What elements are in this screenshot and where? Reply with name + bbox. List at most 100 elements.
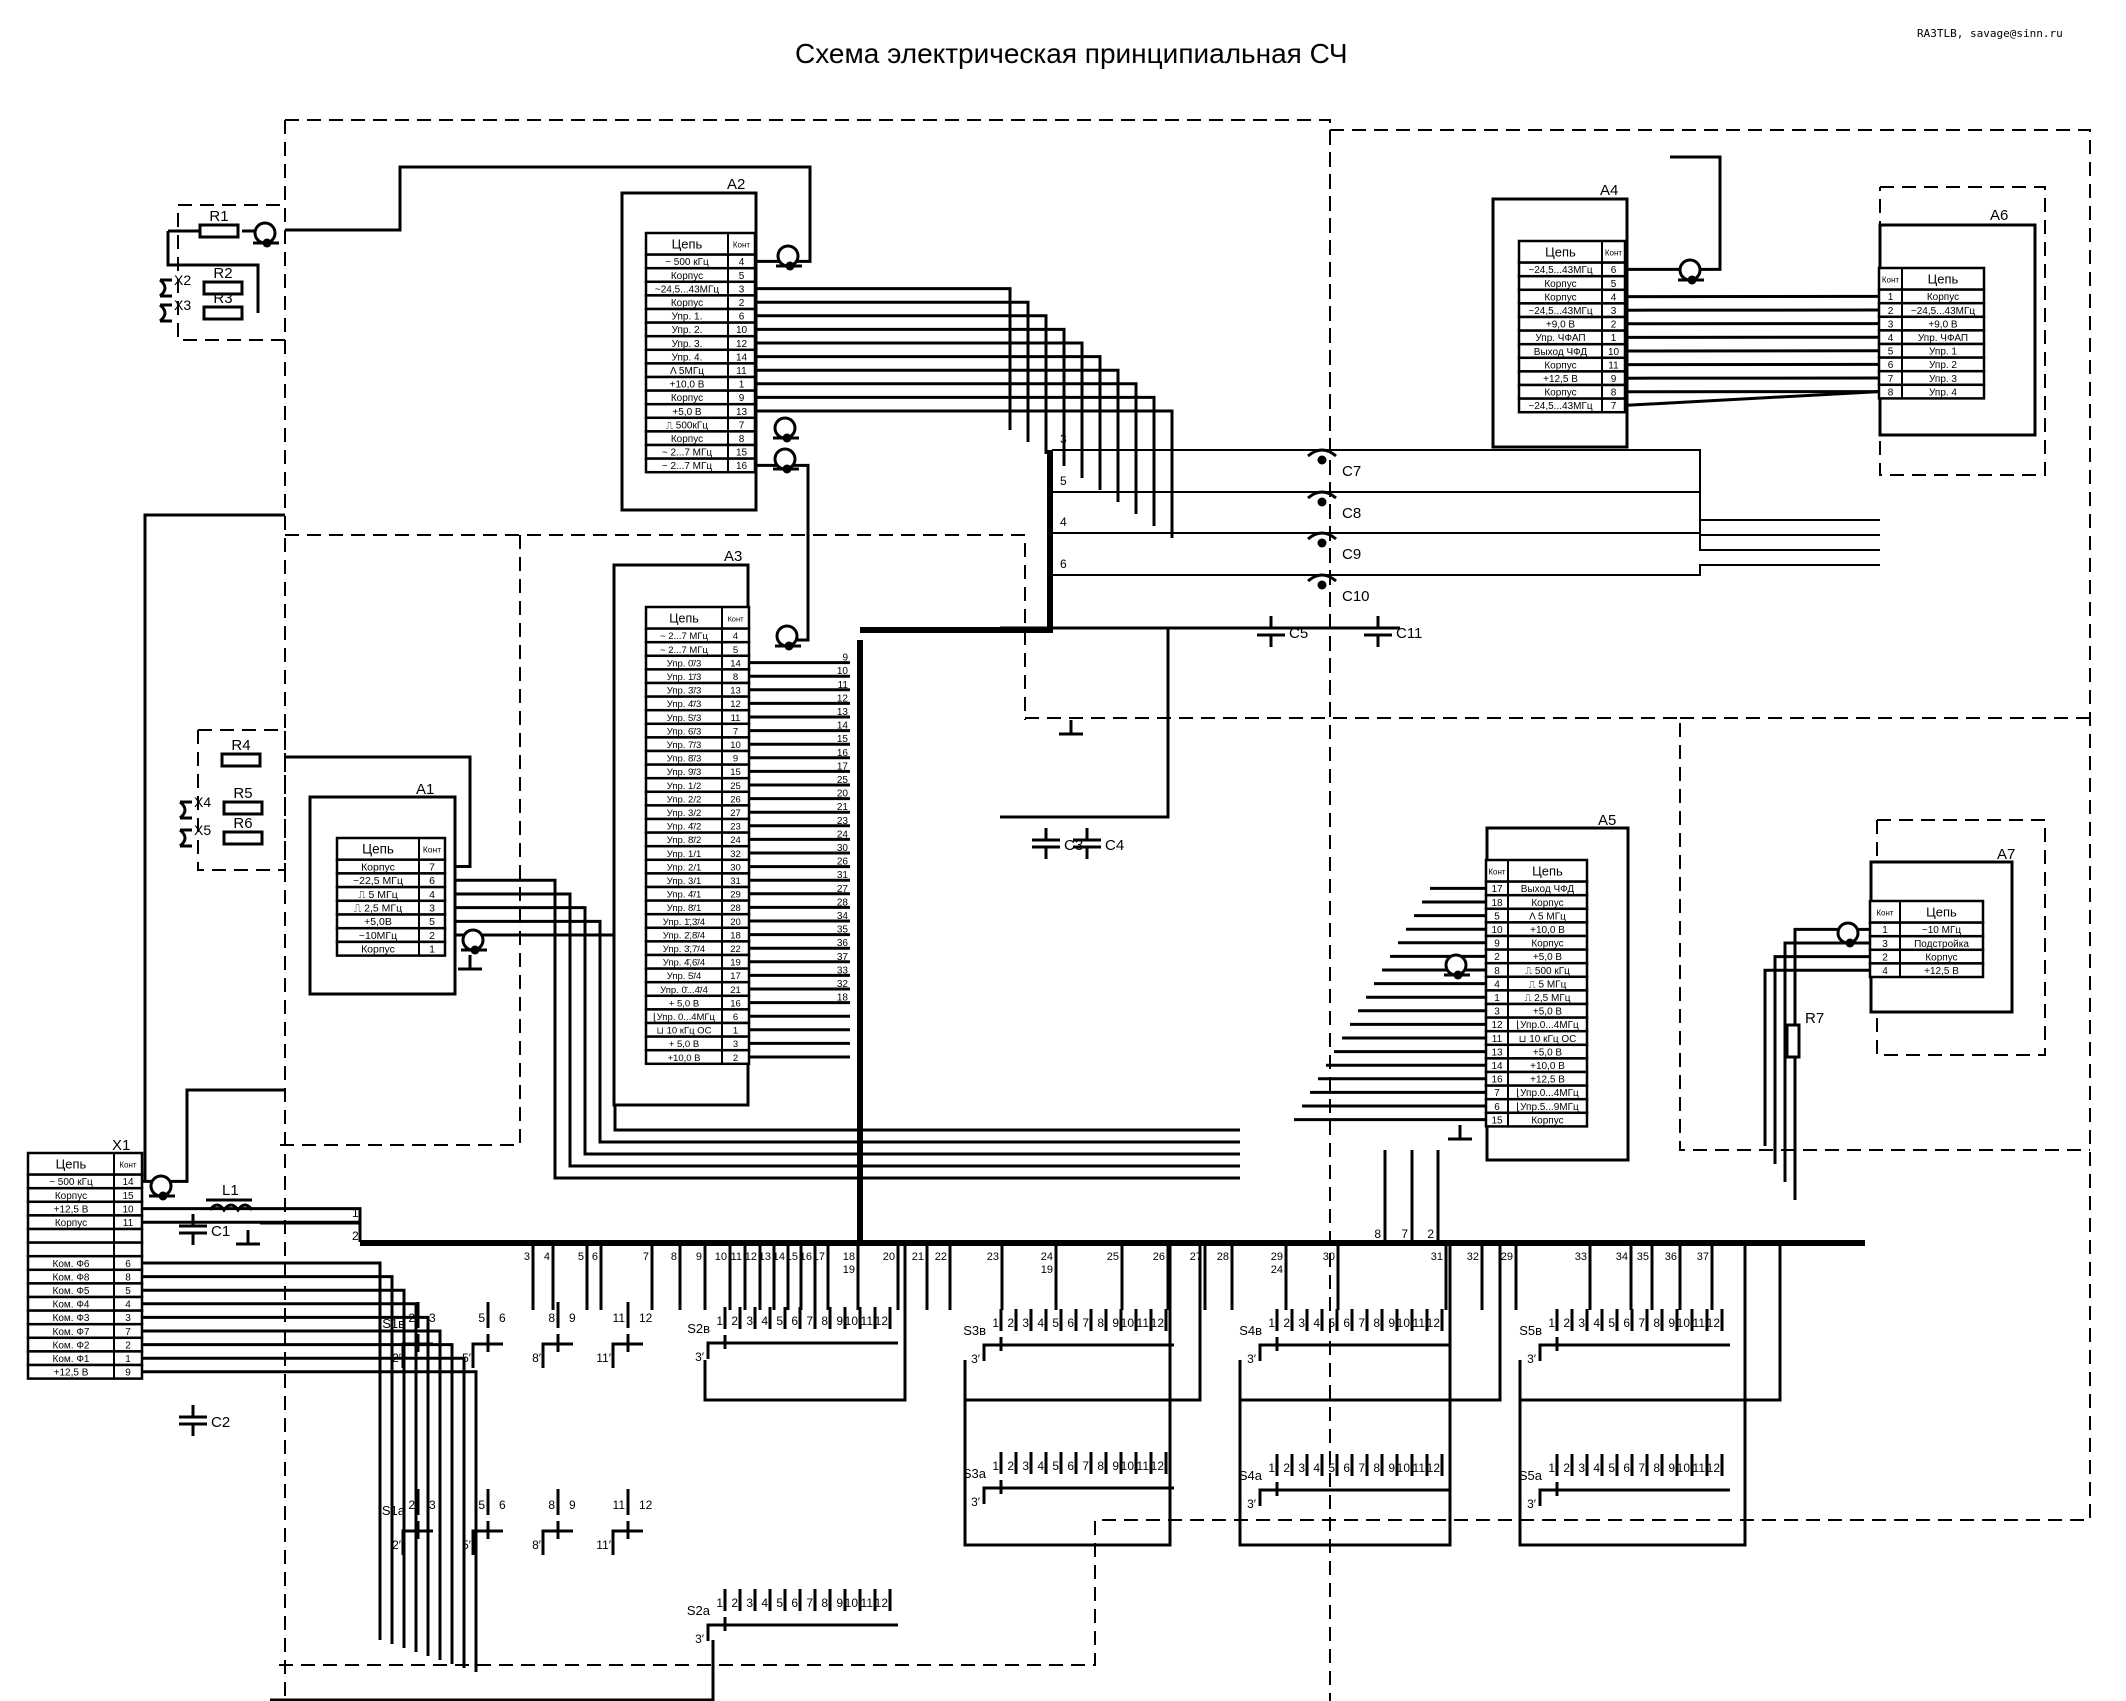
pin-name: ~10 МГц [1922, 925, 1961, 936]
shield-frame [197, 729, 286, 871]
pin-number: 1 [733, 1026, 738, 1037]
switch-contact-label: 6 [1067, 1316, 1074, 1330]
pin-name: Упр. 5̄/3 [667, 713, 702, 724]
pin-number: 23 [730, 822, 741, 833]
bus-tap-label: 15 [786, 1251, 798, 1263]
bus-tap: 29 [1501, 1246, 1518, 1310]
pin-name: Ком. Ф5 [53, 1286, 90, 1297]
pin-name: Упр. 8̄/3 [667, 754, 702, 765]
pin-number: 10 [736, 325, 748, 336]
pin-name: ⌊Упр.5...9МГц [1516, 1102, 1579, 1113]
pin-name: Упр. 0̄...4̄/4 [660, 985, 708, 996]
table-row: Упр. 3.12 [644, 334, 757, 352]
pin-number: 10 [122, 1204, 134, 1215]
switch-contact-label: 2 [1007, 1459, 1014, 1473]
table-row: +12,5 В4 [1868, 962, 1985, 979]
pin-name: Упр. 7̄/3 [667, 740, 702, 751]
bus-tap-label: 33 [1575, 1251, 1587, 1263]
switch-label: S4в [1239, 1323, 1262, 1338]
switch-common-label: 3′ [695, 1632, 705, 1646]
switch-contact-label: 7 [806, 1596, 813, 1610]
switch-contact-label: 11 [1137, 1459, 1150, 1473]
wire [755, 327, 1066, 466]
row-cell [26, 1227, 144, 1244]
wire [1052, 449, 1880, 521]
switch-contact-label: 3 [1578, 1461, 1585, 1475]
coax-connector-icon [461, 928, 487, 955]
resistor-label: R2 [213, 265, 232, 282]
switch-common [982, 1343, 1174, 1361]
resistor: R6 [222, 815, 264, 846]
wire [142, 1220, 362, 1242]
pin-name: Упр. 4̄/2 [667, 822, 702, 833]
shield-frame [285, 119, 1331, 1701]
junction-dot [1453, 970, 1463, 980]
pin-number: 2 [733, 1053, 738, 1064]
switch-contact-label: 10 [1121, 1316, 1135, 1330]
wire [142, 1302, 418, 1652]
switch-contact-label: 11 [613, 1498, 626, 1512]
wire [755, 368, 1120, 502]
table-row: Упр. 4.14 [644, 348, 757, 365]
bus-tap: 22 [935, 1246, 952, 1310]
bus-wire-label: 3 [1060, 432, 1067, 446]
pin-name: Корпус [1544, 279, 1576, 290]
bus-tap: 3 [524, 1246, 535, 1310]
ground-icon [1059, 720, 1083, 736]
pin-number: 12 [1491, 1020, 1503, 1031]
bus-tap-label: 10 [715, 1251, 727, 1263]
pin-number: 7 [1494, 1088, 1500, 1099]
bus-tap-label: 18 [843, 1251, 855, 1263]
junction-dot [262, 238, 272, 248]
switch-contact-label: 9 [1668, 1316, 1675, 1330]
pin-number: 3 [1888, 319, 1894, 330]
pin-name: Упр. 2 [1929, 360, 1957, 371]
switch-common-label: 11′ [596, 1538, 611, 1552]
wire [1624, 390, 1880, 407]
switch-common [1538, 1488, 1730, 1506]
pin-number: 2 [1888, 306, 1894, 317]
ground-icon [1448, 1125, 1472, 1141]
shield-frame [272, 535, 521, 1146]
pin-number: 11 [736, 366, 747, 377]
switch-contact-label: 12 [1707, 1316, 1721, 1330]
module-label: A4 [1600, 182, 1618, 199]
resistor-body [1785, 1023, 1801, 1059]
resistor-body [220, 752, 262, 768]
pin-number: 4 [1494, 979, 1500, 990]
pin-number: 3 [1611, 306, 1617, 317]
pin-number: 7 [429, 861, 435, 873]
switch-contact-label: 7 [1358, 1316, 1365, 1330]
pin-number: 10 [730, 740, 741, 751]
bus-wire-number: 14 [837, 721, 849, 732]
bus-tap-label: 29 [1271, 1251, 1283, 1263]
switch-contact-label: 5 [1052, 1316, 1059, 1330]
pin-number: 18 [1491, 898, 1503, 909]
switch-contact-label: 12 [1151, 1459, 1165, 1473]
pin-name: Упр. 3 [1929, 374, 1957, 385]
switch-contact-label: 7 [1082, 1459, 1089, 1473]
pin-name: ~ 2...7 МГц [660, 645, 708, 656]
coax-connector-icon [773, 447, 799, 474]
